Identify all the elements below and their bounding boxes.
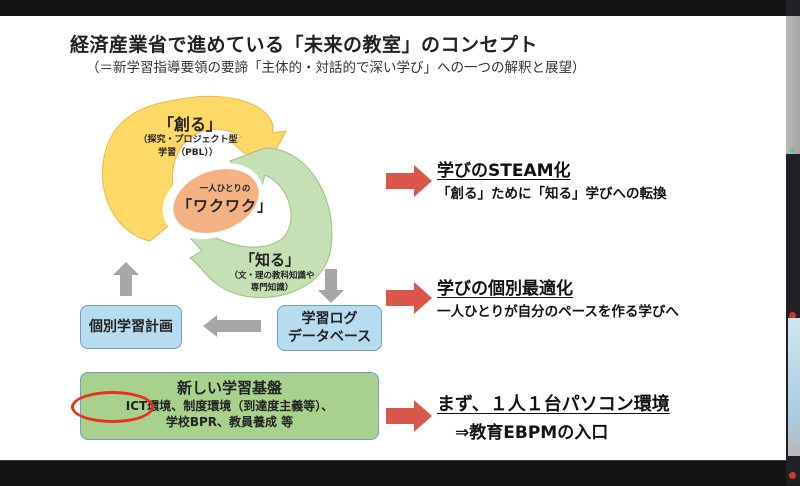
- slide-title: 経済産業省で進めている「未来の教室」のコンセプト: [70, 34, 539, 56]
- point-one-pc: まず、１人１台パソコン環境 ⇒教育EBPMの入口: [437, 390, 670, 443]
- point-heading: まず、１人１台パソコン環境: [437, 394, 670, 415]
- create-arrow-shape: [101, 95, 287, 242]
- participant-video-tile[interactable]: [786, 16, 800, 154]
- know-sub-line2: 専門知識）: [250, 283, 294, 293]
- top-bar: [0, 0, 786, 16]
- learning-log-line2: データベース: [287, 329, 372, 345]
- mic-active-icon: [789, 148, 795, 152]
- foundation-line1: ICT環境、制度環境（到達度主義等）、: [125, 399, 334, 413]
- create-sublabel: （探究・プロジェクト型 学習（PBL））: [118, 134, 258, 160]
- center-ellipse: [173, 169, 259, 233]
- ict-highlight-circle: [71, 391, 154, 423]
- create-sub-line1: （探究・プロジェクト型: [138, 135, 238, 145]
- center-small-label: 一人ひとりの: [199, 184, 251, 194]
- red-arrow-right-icon: [386, 165, 432, 197]
- shared-slide: 経済産業省で進めている「未来の教室」のコンセプト （＝新学習指導要領の要諦「主体…: [0, 16, 786, 460]
- gray-arrow-up-icon: [113, 262, 139, 296]
- cycle-diagram: 「創る」 （探究・プロジェクト型 学習（PBL）） 一人ひとりの 「ワクワク」 …: [90, 93, 350, 308]
- know-arrow-shape: [174, 147, 333, 298]
- create-sub-line2: 学習（PBL））: [158, 148, 218, 158]
- red-arrow-right-icon: [386, 400, 432, 432]
- foundation-line2: 学校BPR、教員養成 等: [165, 415, 294, 429]
- muted-mic-icon: [789, 472, 796, 479]
- center-large-label: 「ワクワク」: [176, 197, 273, 215]
- point-body: 「創る」ために「知る」学びへの転換: [437, 186, 667, 202]
- point-personalized: 学びの個別最適化 一人ひとりが自分のペースを作る学びへ: [437, 274, 679, 320]
- participant-video-tile[interactable]: [788, 318, 800, 456]
- point-heading: 学びの個別最適化: [437, 279, 573, 299]
- bottom-bar: [0, 460, 786, 486]
- point-heading: 学びのSTEAM化: [437, 161, 571, 181]
- individual-plan-label: 個別学習計画: [89, 319, 173, 335]
- cycle-arrows: [101, 95, 333, 298]
- create-label: 「創る」: [157, 115, 222, 134]
- gray-arrow-down-icon: [318, 269, 344, 303]
- know-label: 「知る」: [239, 251, 300, 269]
- know-sub-line1: （文・理の教科知識や: [229, 271, 315, 281]
- point-steam: 学びのSTEAM化 「創る」ために「知る」学びへの転換: [437, 156, 667, 202]
- muted-mic-icon: [789, 312, 796, 319]
- point-body: 一人ひとりが自分のペースを作る学びへ: [437, 304, 679, 320]
- learning-log-line1: 学習ログ: [301, 311, 358, 327]
- know-sublabel: （文・理の教科知識や 専門知識）: [212, 270, 332, 294]
- point-body: ⇒教育EBPMの入口: [455, 423, 609, 443]
- foundation-title: 新しい学習基盤: [176, 379, 282, 397]
- slide-subtitle: （＝新学習指導要領の要諦「主体的・対話的で深い学び」への一つの解釈と展望）: [86, 60, 586, 76]
- red-arrow-right-icon: [386, 282, 432, 314]
- gray-arrow-left-icon: [203, 315, 261, 337]
- individual-plan-box: 個別学習計画: [80, 305, 182, 349]
- learning-log-box: 学習ログ データベース: [277, 305, 382, 351]
